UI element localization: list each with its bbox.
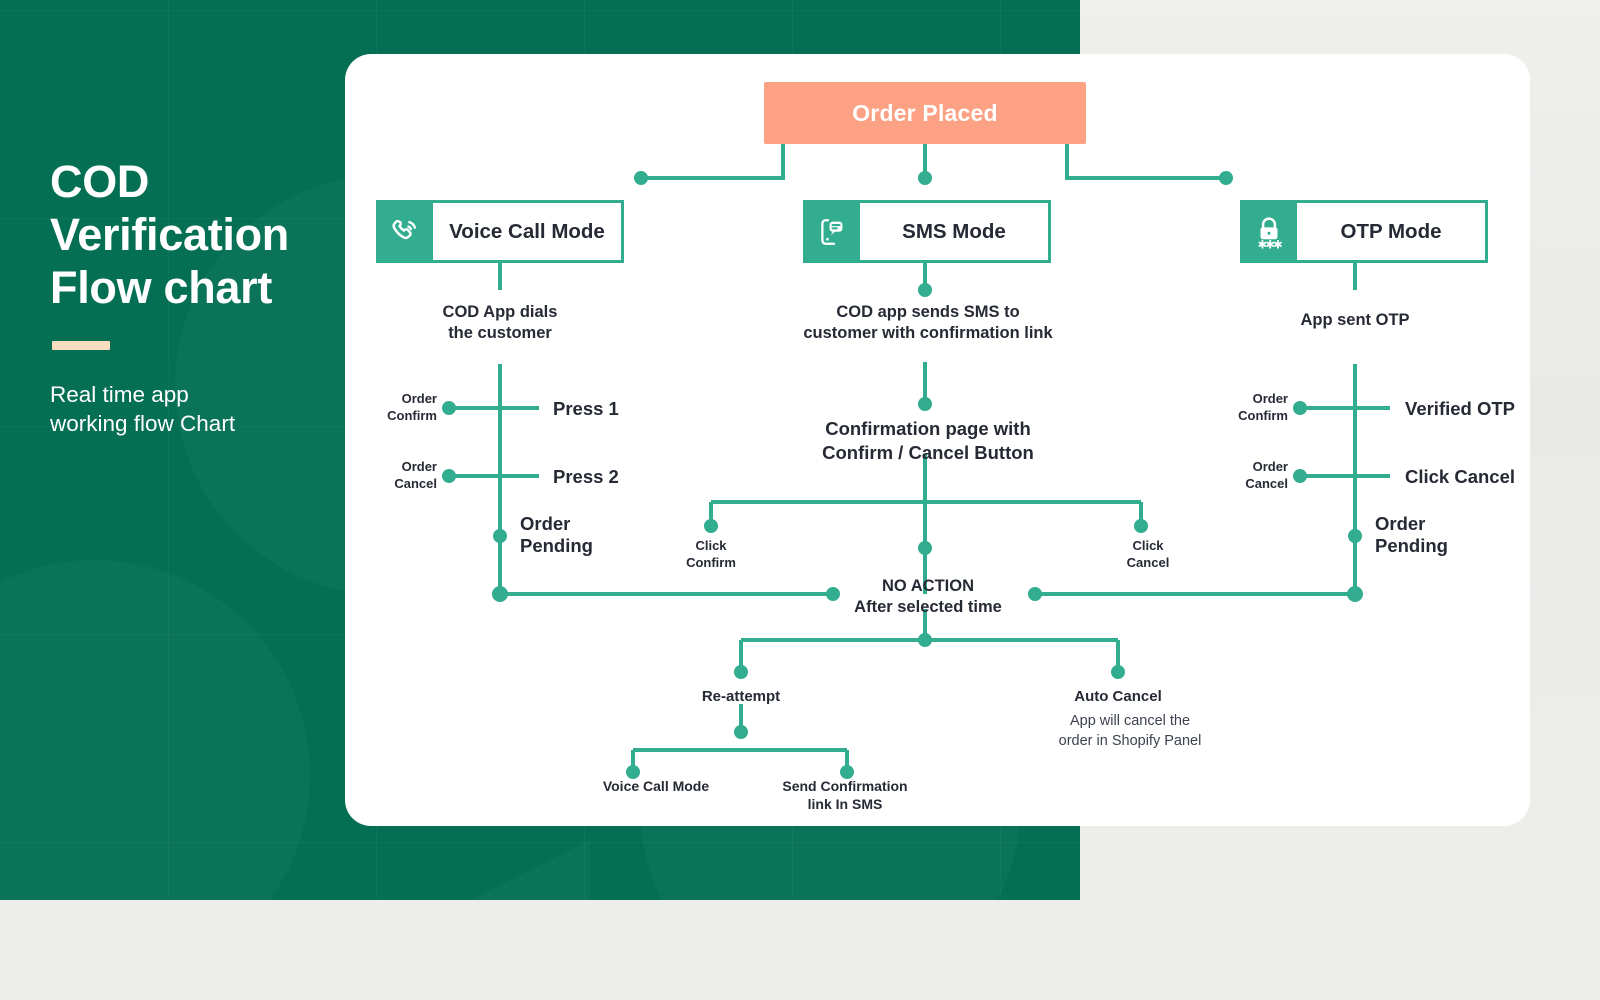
svg-text:✱: ✱ [1257, 239, 1267, 249]
bottom-voice-call-mode-label[interactable]: Voice Call Mode [602, 778, 710, 794]
message-phone-icon [803, 200, 860, 263]
voice-order-confirm-label: Order Confirm [387, 391, 437, 423]
press-1-label: Press 1 [553, 398, 619, 419]
svg-text:✱: ✱ [1273, 239, 1283, 249]
click-cancel-label: Click Cancel [1405, 466, 1516, 487]
no-action-node: NO ACTION After selected time [768, 576, 1088, 618]
node-order-placed[interactable]: Order Placed [764, 82, 1086, 144]
decorative-wedge [470, 840, 590, 900]
title-divider [52, 341, 110, 351]
no-action-line-1: NO ACTION [882, 577, 974, 595]
confirmation-page-text: Confirmation page with Confirm / Cancel … [822, 418, 1034, 463]
auto-cancel-note: App will cancel the order in Shopify Pan… [1058, 713, 1202, 749]
subtitle: Real time app working flow Chart [50, 381, 370, 439]
re-attempt-label[interactable]: Re-attempt [701, 688, 781, 705]
subtitle-line-2: working flow Chart [50, 411, 236, 437]
voice-step-text: COD App dials the customer [380, 302, 620, 344]
order-placed-label: Order Placed [852, 99, 998, 126]
lock-asterisk-icon: ✱✱✱ [1240, 200, 1297, 263]
click-confirm-label: Click Confirm [686, 538, 736, 570]
sms-step-line-1: COD app sends SMS to [836, 303, 1020, 321]
page-title: COD Verification Flow chart [50, 155, 370, 314]
voice-order-cancel-label: Order Cancel [394, 459, 437, 491]
flowchart-card: Order Placed Voice Call Mode [345, 54, 1530, 826]
voice-order-pending-label: Order Pending [520, 513, 593, 557]
otp-order-pending-label: Order Pending [1375, 513, 1448, 557]
voice-step-line-1: COD App dials [442, 303, 558, 321]
title-line-1: COD [50, 156, 150, 207]
decorative-circle [0, 560, 310, 990]
title-line-2: Verification [50, 209, 289, 261]
flow-connectors [345, 54, 1530, 826]
verified-otp-label: Verified OTP [1405, 398, 1516, 419]
sms-mode-label-box: SMS Mode [860, 200, 1051, 263]
svg-text:✱: ✱ [1265, 239, 1275, 249]
voice-step-line-2: the customer [448, 324, 552, 343]
subtitle-line-1: Real time app [50, 382, 189, 408]
press-2-label: Press 2 [553, 466, 619, 487]
title-panel: COD Verification Flow chart Real time ap… [50, 155, 370, 439]
auto-cancel-label[interactable]: Auto Cancel [1074, 688, 1162, 705]
otp-mode-label: OTP Mode [1340, 219, 1442, 243]
otp-mode-label-box: OTP Mode [1297, 200, 1488, 263]
no-action-line-2: After selected time [854, 598, 1002, 617]
voice-call-mode-label: Voice Call Mode [449, 219, 605, 243]
otp-order-cancel-label: Order Cancel [1245, 459, 1288, 491]
sms-step-text: COD app sends SMS to customer with confi… [728, 302, 1128, 344]
otp-step-text: App sent OTP [1300, 311, 1410, 329]
node-otp-mode[interactable]: ✱✱✱ OTP Mode [1240, 200, 1488, 263]
otp-order-confirm-label: Order Confirm [1238, 391, 1288, 423]
bottom-send-confirmation-label[interactable]: Send Confirmation link In SMS [782, 778, 908, 812]
voice-call-mode-label-box: Voice Call Mode [433, 200, 624, 263]
title-line-3: Flow chart [50, 262, 273, 314]
infographic-canvas: COD Verification Flow chart Real time ap… [0, 0, 1600, 900]
phone-ring-icon [376, 200, 433, 263]
sms-step-line-2: customer with confirmation link [803, 324, 1053, 343]
click-cancel-dot-label: Click Cancel [1126, 538, 1170, 570]
sms-mode-label: SMS Mode [902, 219, 1006, 243]
node-voice-call-mode[interactable]: Voice Call Mode [376, 200, 624, 263]
node-sms-mode[interactable]: SMS Mode [803, 200, 1051, 263]
